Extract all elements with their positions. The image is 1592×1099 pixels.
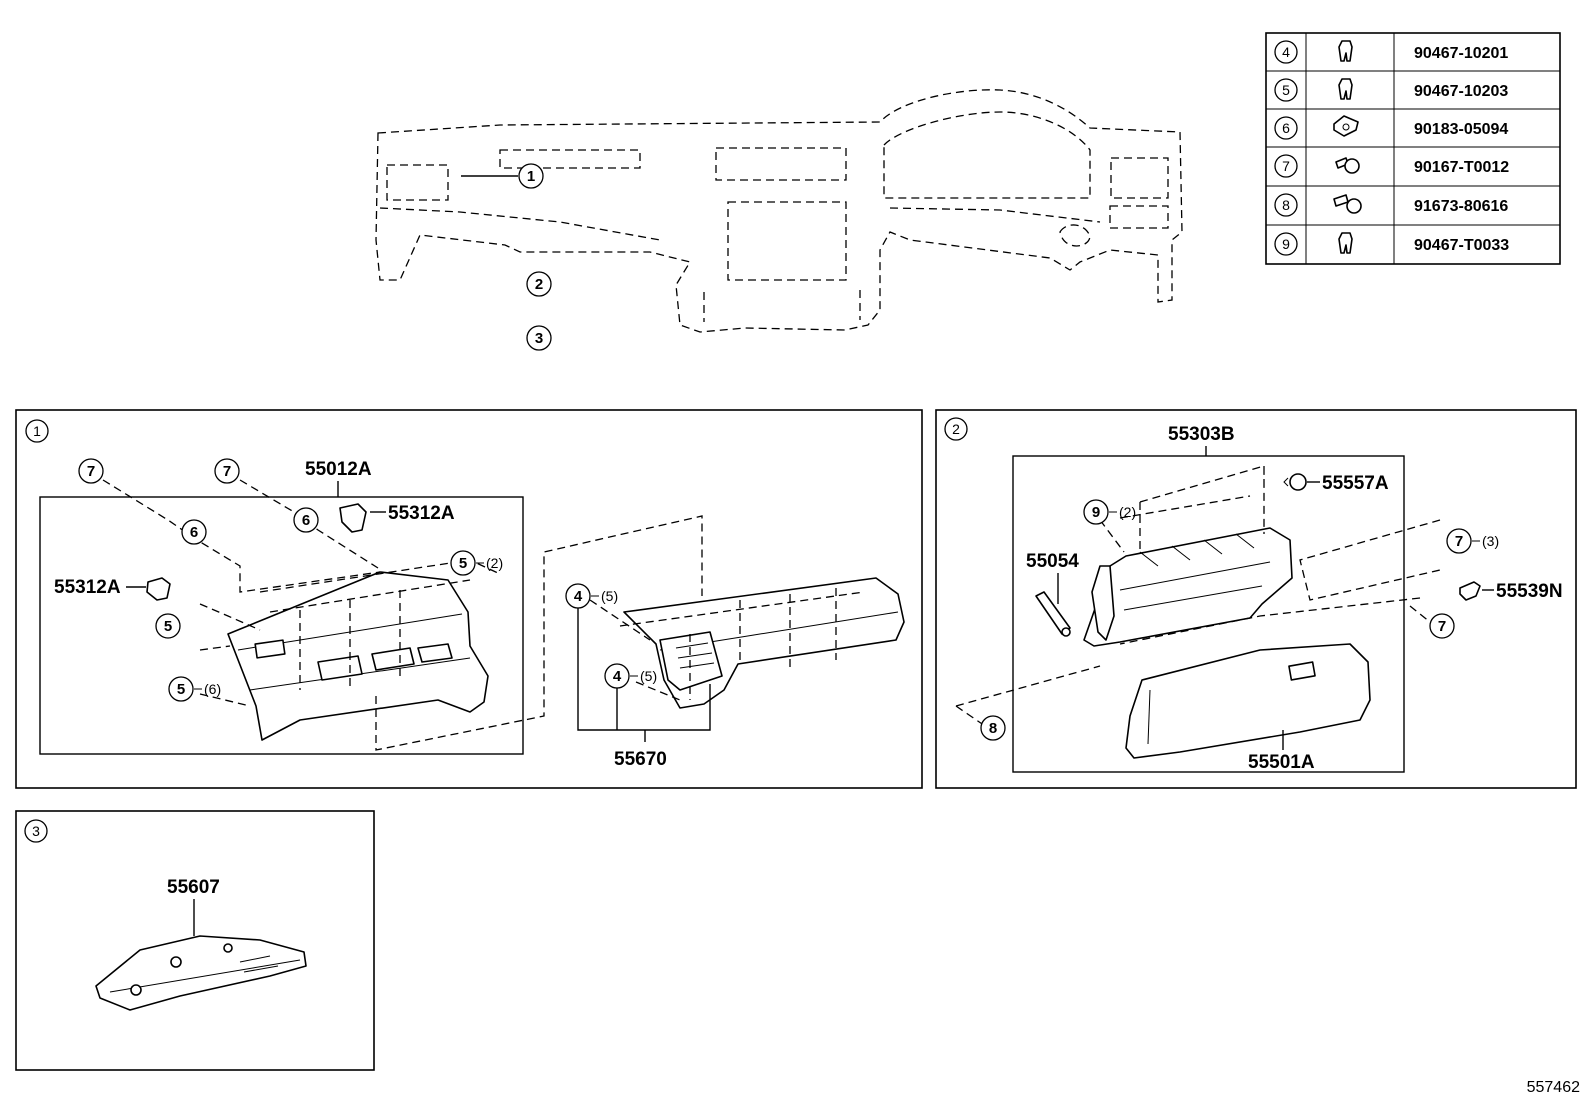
part-label-55303B: 55303B — [1168, 424, 1235, 445]
table-part-number: 90467-10201 — [1414, 45, 1508, 62]
callout-qty: (5) — [601, 588, 618, 604]
table-ref: 9 — [1282, 236, 1290, 252]
overview-callout: 3 — [535, 330, 543, 347]
callout-qty: (3) — [1482, 533, 1499, 549]
table-ref: 5 — [1282, 82, 1290, 98]
callout: 4 — [613, 668, 622, 685]
grommet-55557A — [1283, 473, 1307, 491]
bolt-icon — [1333, 194, 1362, 214]
section-title: 2 — [952, 421, 960, 437]
table-row: 4 90467-10201 — [1274, 40, 1508, 64]
table-part-number: 90467-T0033 — [1414, 237, 1509, 254]
table-part-number: 91673-80616 — [1414, 198, 1508, 215]
callout: 7 — [223, 463, 231, 480]
table-row: 6 90183-05094 — [1274, 115, 1508, 140]
clip-icon — [1338, 232, 1353, 254]
overview-callout: 1 — [527, 168, 535, 185]
damper-55054 — [1035, 591, 1071, 637]
callout: 7 — [87, 463, 95, 480]
part-label-55539N: 55539N — [1496, 581, 1563, 602]
table-part-number: 90467-10203 — [1414, 83, 1508, 100]
section-1: 1 55012A 55312A 55312A — [15, 409, 923, 789]
part-label-55607: 55607 — [167, 877, 220, 898]
section-3: 3 55607 — [15, 810, 375, 1071]
glove-box-door-55501A — [1125, 643, 1371, 759]
table-part-number: 90183-05094 — [1414, 121, 1508, 138]
clip-55312A-top — [339, 503, 367, 533]
glove-box-door-panel — [227, 571, 489, 741]
callout-qty: (2) — [1119, 504, 1136, 520]
clip-icon — [1338, 78, 1353, 100]
callout: 8 — [989, 720, 997, 737]
section-title: 1 — [33, 423, 41, 439]
part-label-55670: 55670 — [614, 749, 667, 770]
callout-qty: (2) — [486, 555, 503, 571]
callout: 6 — [302, 512, 310, 529]
table-row: 5 90467-10203 — [1274, 78, 1508, 102]
callout: 9 — [1092, 504, 1100, 521]
nut-clip-icon — [1333, 115, 1359, 137]
clip-55539N — [1459, 581, 1481, 601]
part-label-55312A: 55312A — [54, 577, 121, 598]
under-cover-55607 — [95, 935, 307, 1011]
table-part-number: 90167-T0012 — [1414, 159, 1509, 176]
section-2: 2 55303B 55557A 55054 55 — [935, 409, 1577, 789]
part-label-55501A: 55501A — [1248, 752, 1315, 773]
image-number: 557462 — [1527, 1079, 1580, 1096]
center-vent-panel-55670 — [623, 577, 905, 709]
part-label-55012A: 55012A — [305, 459, 372, 480]
callout: 5 — [459, 555, 467, 572]
glove-box-housing-55303B — [1083, 527, 1293, 647]
table-row: 8 91673-80616 — [1274, 193, 1508, 217]
callout-qty: (6) — [204, 681, 221, 697]
part-label-55312A: 55312A — [388, 503, 455, 524]
callout: 4 — [574, 588, 583, 605]
table-ref: 8 — [1282, 197, 1290, 213]
table-row: 9 90467-T0033 — [1274, 232, 1509, 256]
screw-icon — [1335, 157, 1360, 174]
clip-icon — [1338, 40, 1353, 62]
fastener-table: 4 90467-10201 5 90467-10203 6 90183-0509… — [1265, 32, 1561, 265]
callout: 5 — [164, 618, 172, 635]
table-ref: 6 — [1282, 120, 1290, 136]
table-row: 7 90167-T0012 — [1274, 154, 1509, 178]
callout: 6 — [190, 524, 198, 541]
callout: 5 — [177, 681, 185, 698]
callout: 7 — [1438, 618, 1446, 635]
part-label-55054: 55054 — [1026, 551, 1079, 572]
callout-qty: (5) — [640, 668, 657, 684]
overview-callout: 2 — [535, 276, 543, 293]
section-title: 3 — [32, 823, 40, 839]
clip-55312A-left — [146, 577, 171, 601]
table-ref: 4 — [1282, 44, 1290, 60]
callout: 7 — [1455, 533, 1463, 550]
table-ref: 7 — [1282, 158, 1290, 174]
instrument-panel-overview: 1 2 3 — [375, 89, 1183, 351]
part-label-55557A: 55557A — [1322, 473, 1389, 494]
